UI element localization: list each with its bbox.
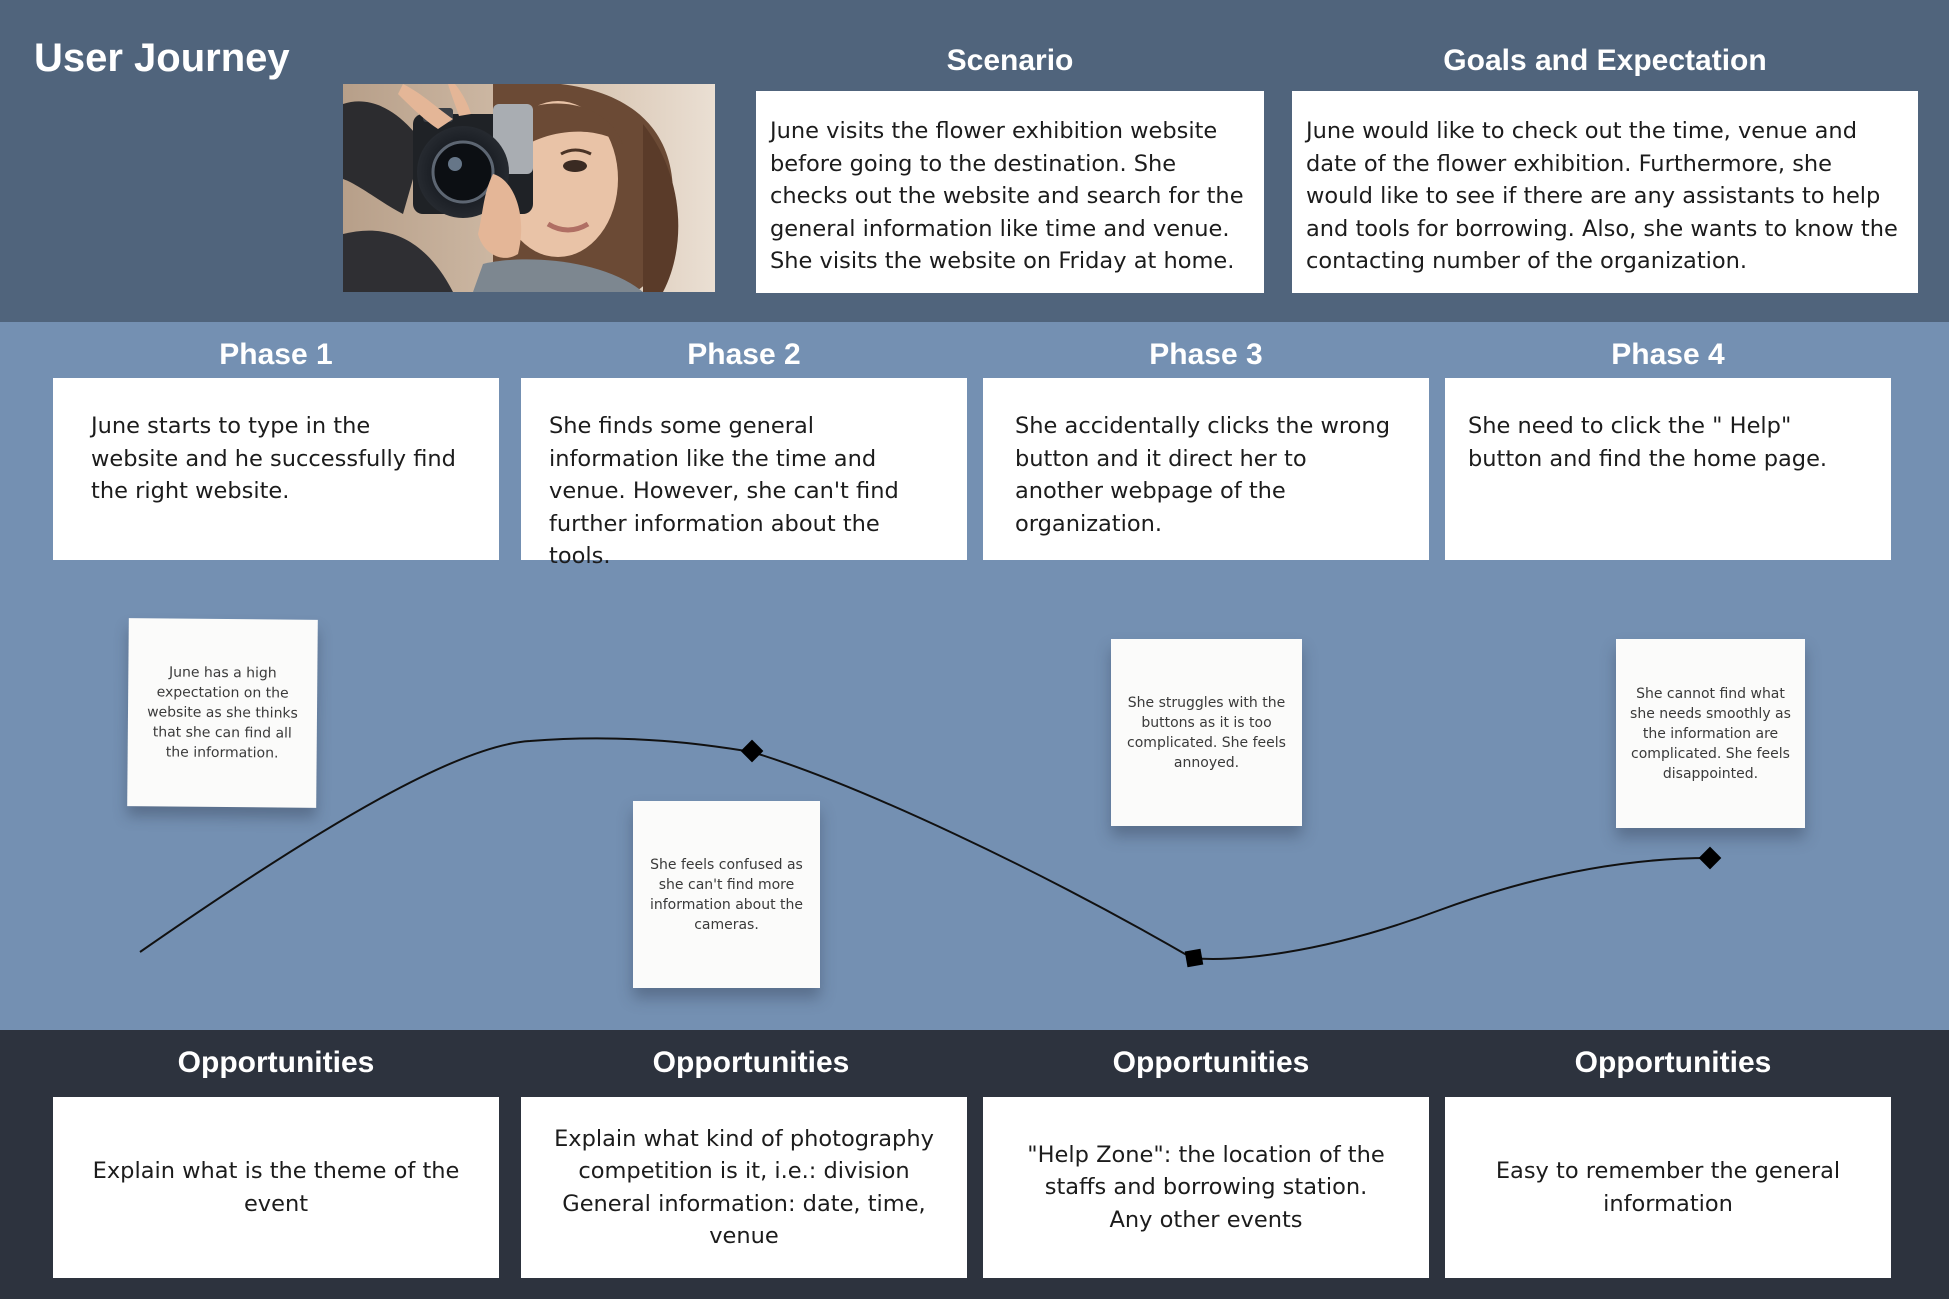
- phase-1-heading: Phase 1: [219, 338, 333, 371]
- phase-1-text: June starts to type in the website and h…: [91, 413, 456, 504]
- emotion-note-2: She feels confused as she can't find mor…: [633, 801, 820, 988]
- page-title: User Journey: [34, 36, 290, 80]
- emotion-note-4: She cannot find what she needs smoothly …: [1616, 639, 1805, 828]
- emotion-note-text: June has a high expectation on the websi…: [147, 664, 298, 762]
- emotion-curve-line: [139, 737, 1711, 960]
- persona-photo: [343, 84, 715, 292]
- opportunities-2-heading: Opportunities: [652, 1046, 850, 1079]
- emotion-note-text: She cannot find what she needs smoothly …: [1630, 685, 1791, 782]
- phase-2-card: She finds some general information like …: [521, 378, 967, 569]
- emotion-note-3: She struggles with the buttons as it is …: [1111, 639, 1302, 826]
- goals-card: June would like to check out the time, v…: [1292, 91, 1918, 293]
- scenario-card: June visits the flower exhibition websit…: [756, 91, 1264, 293]
- emotion-note-text: She struggles with the buttons as it is …: [1127, 694, 1286, 771]
- phase-4-heading: Phase 4: [1611, 338, 1725, 371]
- opportunities-1-heading: Opportunities: [177, 1046, 375, 1079]
- woman-with-camera-photo-icon: [343, 84, 715, 292]
- diamond-marker-icon: [1184, 948, 1204, 968]
- opportunities-1-card: Explain what is the theme of the event: [53, 1097, 499, 1278]
- scenario-heading: Scenario: [946, 44, 1074, 77]
- opportunities-4-card: Easy to remember the general information: [1445, 1097, 1891, 1278]
- phase-3-heading: Phase 3: [1149, 338, 1263, 371]
- opportunities-3-text: "Help Zone": the location of the staffs …: [1027, 1141, 1385, 1233]
- goals-heading: Goals and Expectation: [1443, 44, 1767, 77]
- emotion-note-text: She feels confused as she can't find mor…: [649, 856, 804, 933]
- opportunities-4-text: Easy to remember the general information: [1495, 1158, 1841, 1217]
- phase-4-text: She need to click the " Help" button and…: [1468, 413, 1828, 472]
- diamond-marker-icon: [1698, 846, 1722, 870]
- phase-2-text: She finds some general information like …: [549, 413, 899, 569]
- phase-3-text: She accidentally clicks the wrong button…: [1015, 413, 1390, 537]
- scenario-text: June visits the flower exhibition websit…: [770, 118, 1244, 274]
- phase-1-card: June starts to type in the website and h…: [53, 378, 499, 560]
- emotion-note-1: June has a high expectation on the websi…: [127, 618, 318, 808]
- opportunities-3-heading: Opportunities: [1112, 1046, 1310, 1079]
- opportunities-2-text: Explain what kind of photography competi…: [554, 1125, 934, 1250]
- goals-text: June would like to check out the time, v…: [1306, 118, 1898, 274]
- opportunities-3-card: "Help Zone": the location of the staffs …: [983, 1097, 1429, 1278]
- phase-4-card: She need to click the " Help" button and…: [1445, 378, 1891, 560]
- opportunities-1-text: Explain what is the theme of the event: [92, 1158, 460, 1217]
- opportunities-2-card: Explain what kind of photography competi…: [521, 1097, 967, 1278]
- phase-3-card: She accidentally clicks the wrong button…: [983, 378, 1429, 560]
- diamond-marker-icon: [740, 739, 764, 763]
- phase-2-heading: Phase 2: [687, 338, 801, 371]
- opportunities-4-heading: Opportunities: [1574, 1046, 1772, 1079]
